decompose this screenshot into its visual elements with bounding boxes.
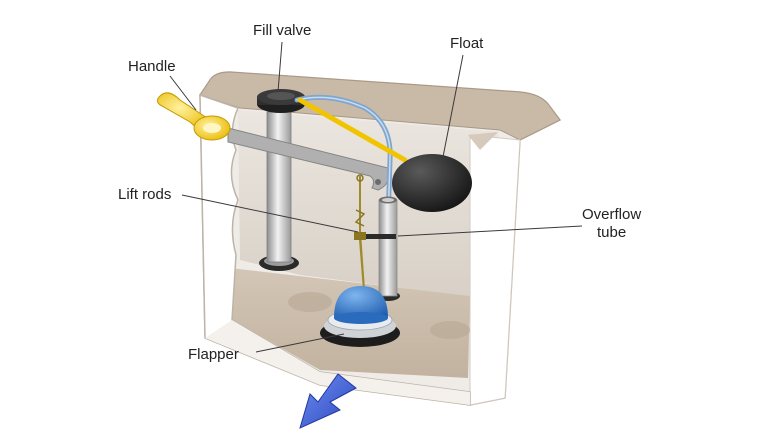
lift-rods [354, 174, 366, 291]
leader-flapper [255, 333, 345, 353]
label-overflow-line1: Overflow [582, 206, 642, 223]
leader-lift-rods [181, 194, 359, 233]
label-flapper: Flapper [188, 346, 239, 363]
leader-float [441, 54, 464, 163]
float-ball [392, 154, 472, 212]
overflow-tube [366, 196, 400, 301]
refill-tube-highlight [296, 96, 391, 221]
label-overflow-line2: tube [596, 224, 627, 241]
leader-lines [169, 41, 583, 353]
label-float: Float [450, 35, 484, 52]
flapper-valve [320, 286, 400, 347]
leader-handle [169, 75, 197, 111]
label-fill-valve: Fill valve [253, 22, 312, 39]
drain-arrow-icon [299, 373, 357, 429]
label-handle: Handle [128, 58, 176, 75]
label-lift-rods: Lift rods [118, 186, 172, 203]
leader-fill-valve [277, 41, 283, 93]
leader-overflow-tube [397, 225, 583, 237]
float-arm [297, 97, 408, 163]
label-overflow-tube: Overflow tube [582, 206, 641, 242]
fill-valve [257, 89, 305, 271]
handle-knob [156, 92, 231, 141]
